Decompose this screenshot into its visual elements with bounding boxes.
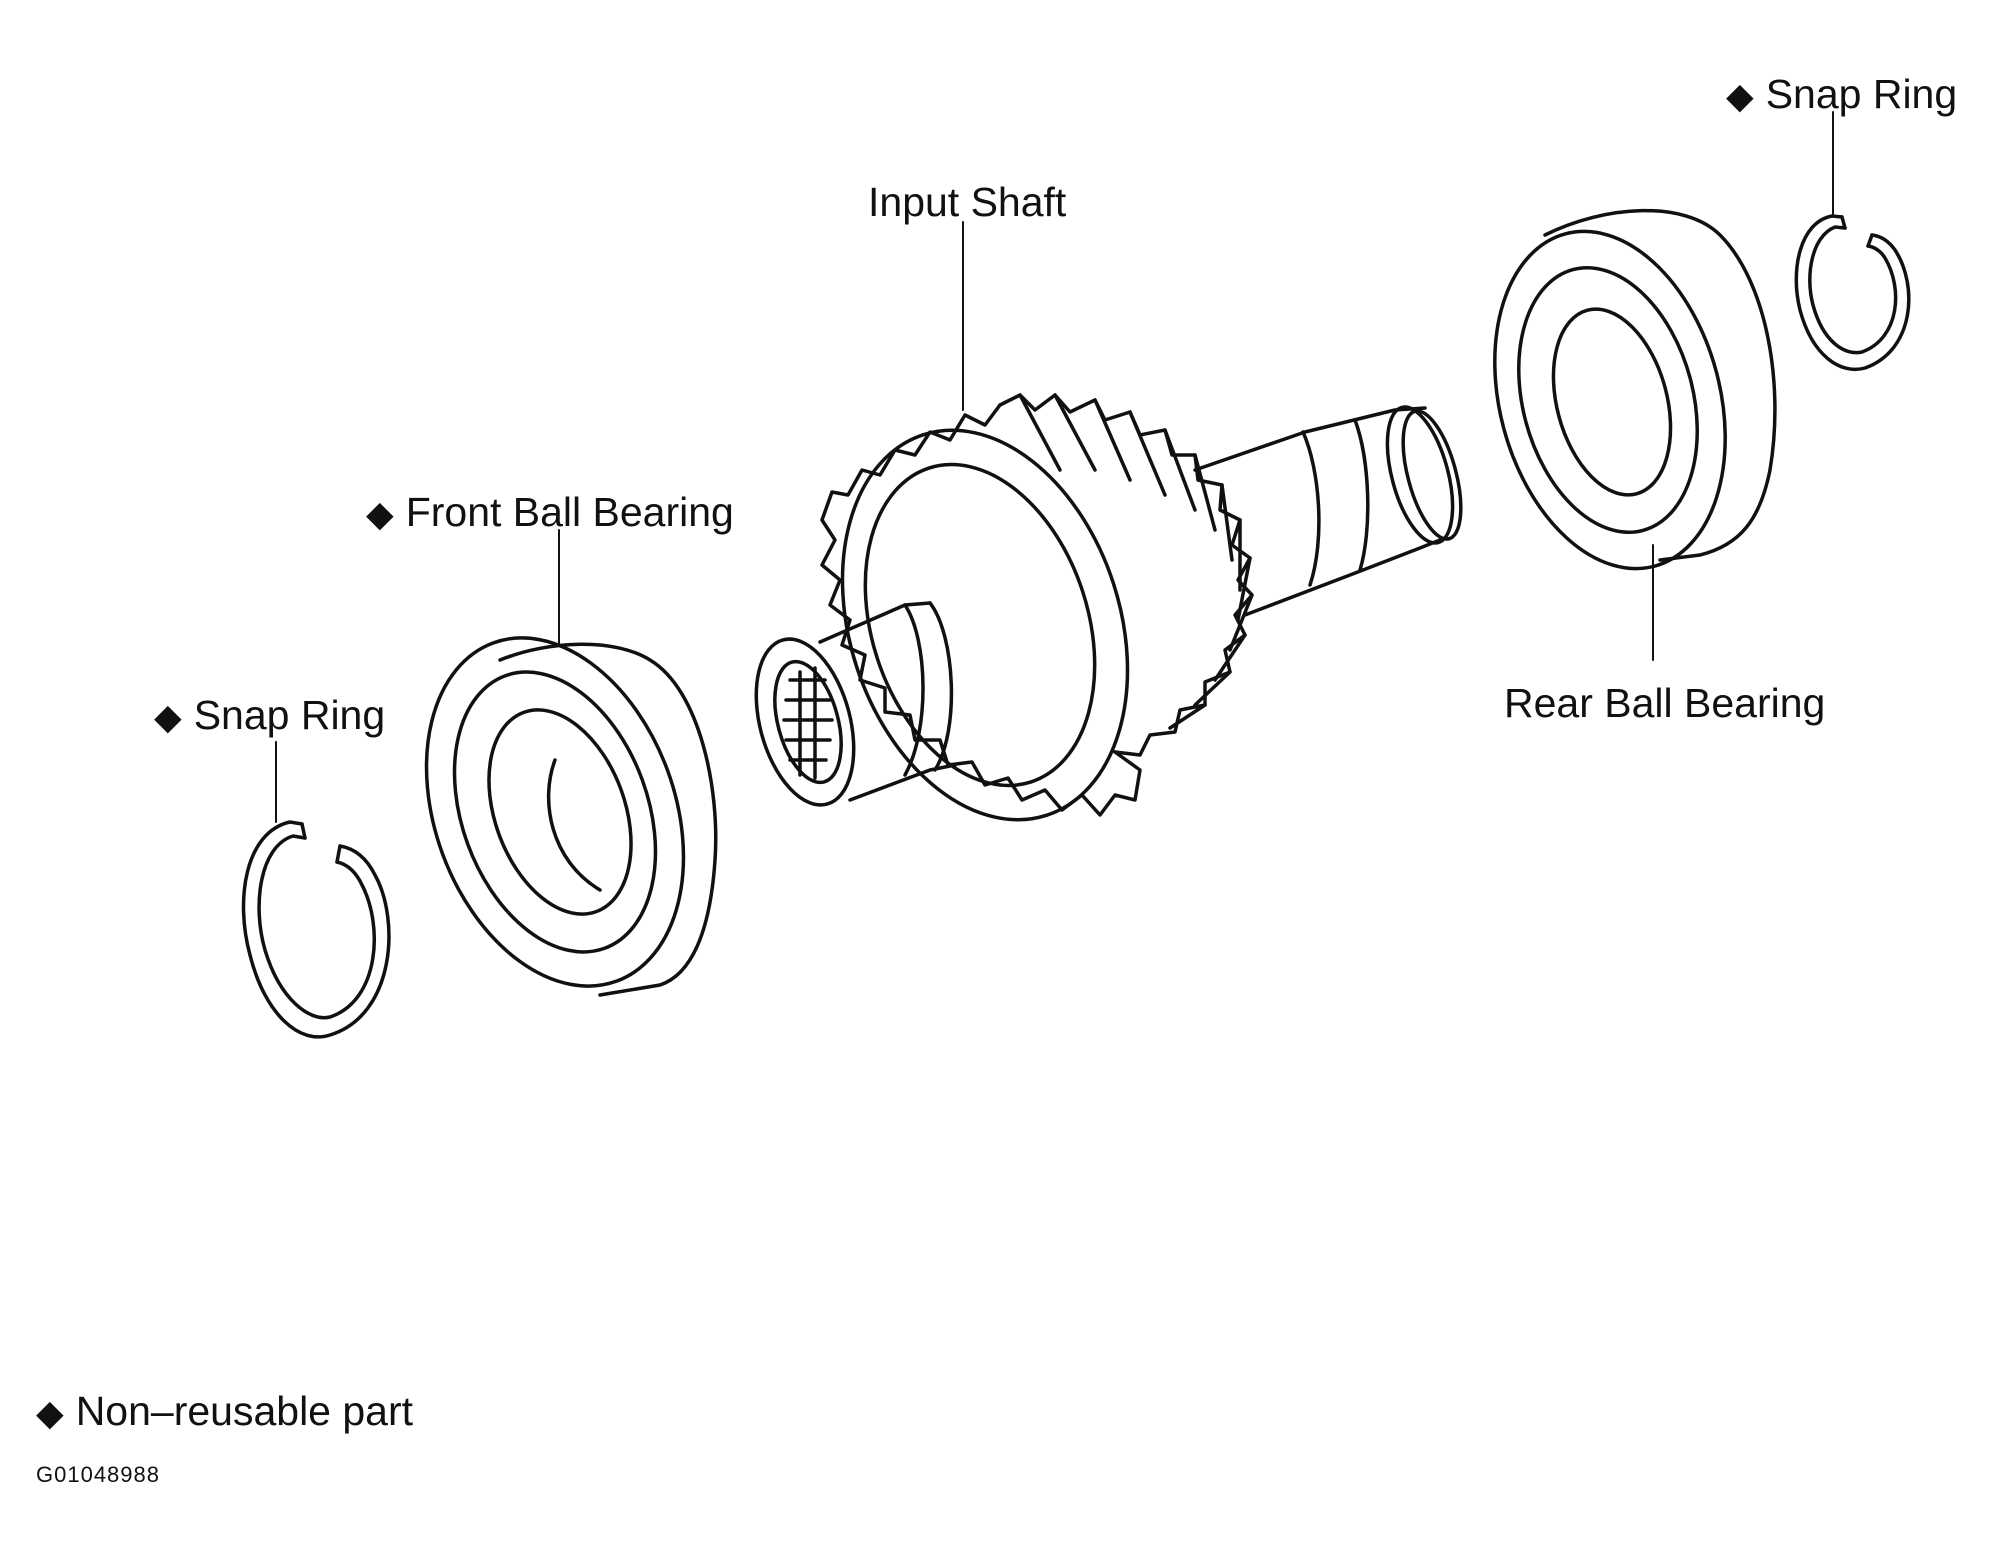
leader-lines <box>275 111 1834 823</box>
input-shaft-text: Input Shaft <box>868 179 1067 225</box>
label-front-ball-bearing: ◆ Front Ball Bearing <box>366 492 734 533</box>
rear-ball-bearing-drawing <box>1493 208 1777 571</box>
non-reusable-marker-icon: ◆ <box>366 493 394 534</box>
label-snap-ring-front: ◆ Snap Ring <box>154 695 385 736</box>
legend-text: Non–reusable part <box>75 1388 414 1434</box>
front-snap-ring-drawing <box>241 820 391 1039</box>
input-shaft-drawing <box>754 393 1463 822</box>
figure-code: G01048988 <box>36 1462 160 1487</box>
label-snap-ring-rear: ◆ Snap Ring <box>1726 74 1957 115</box>
snap-ring-rear-text: Snap Ring <box>1765 71 1958 117</box>
label-rear-ball-bearing: Rear Ball Bearing <box>1504 683 1825 724</box>
rear-snap-ring-drawing <box>1794 214 1911 371</box>
non-reusable-marker-icon: ◆ <box>1726 75 1754 116</box>
rear-ball-bearing-text: Rear Ball Bearing <box>1504 680 1826 726</box>
front-ball-bearing-drawing <box>424 636 718 997</box>
non-reusable-marker-icon: ◆ <box>36 1392 64 1433</box>
label-input-shaft: Input Shaft <box>868 182 1066 223</box>
snap-ring-front-text: Snap Ring <box>193 692 386 738</box>
legend: ◆ Non–reusable part <box>36 1388 413 1435</box>
front-ball-bearing-text: Front Ball Bearing <box>405 489 734 535</box>
non-reusable-marker-icon: ◆ <box>154 696 182 737</box>
